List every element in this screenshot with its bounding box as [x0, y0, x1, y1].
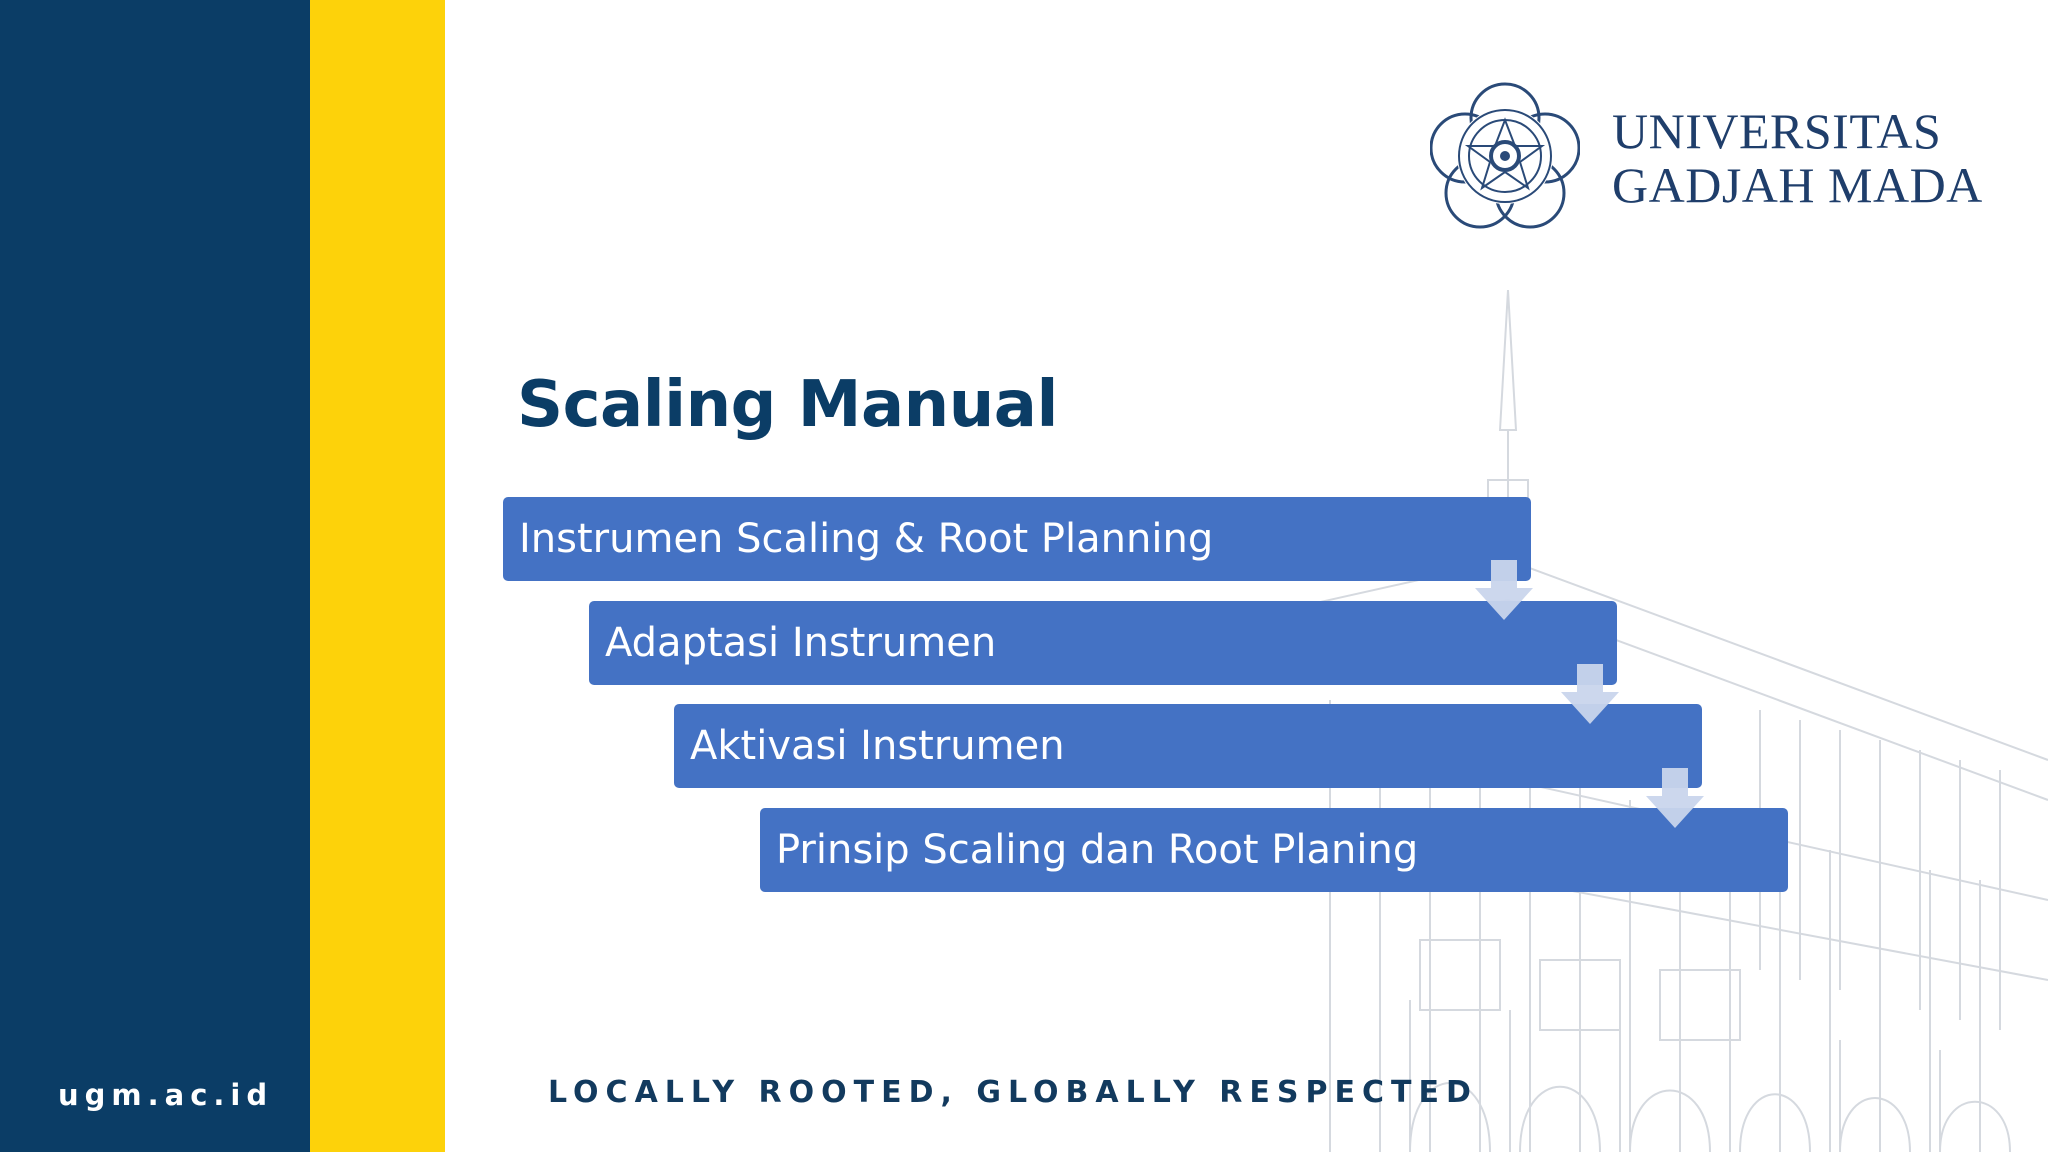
tagline: LOCALLY ROOTED, GLOBALLY RESPECTED — [548, 1075, 1478, 1110]
left-navy-band — [0, 0, 310, 1152]
down-arrow-icon — [1646, 768, 1704, 828]
step-box-1: Instrumen Scaling & Root Planning — [503, 497, 1531, 581]
step-box-2: Adaptasi Instrumen — [589, 601, 1617, 685]
university-name: UNIVERSITAS GADJAH MADA — [1612, 104, 1983, 212]
down-arrow-icon — [1561, 664, 1619, 724]
site-url: ugm.ac.id — [58, 1078, 274, 1112]
university-name-line1: UNIVERSITAS — [1612, 103, 1942, 159]
ugm-seal-logo — [1430, 82, 1580, 229]
left-yellow-band — [310, 0, 445, 1152]
university-name-line2: GADJAH MADA — [1612, 157, 1983, 213]
step-box-4: Prinsip Scaling dan Root Planing — [760, 808, 1788, 892]
slide-title: Scaling Manual — [517, 368, 1058, 442]
step-box-3: Aktivasi Instrumen — [674, 704, 1702, 788]
down-arrow-icon — [1475, 560, 1533, 620]
